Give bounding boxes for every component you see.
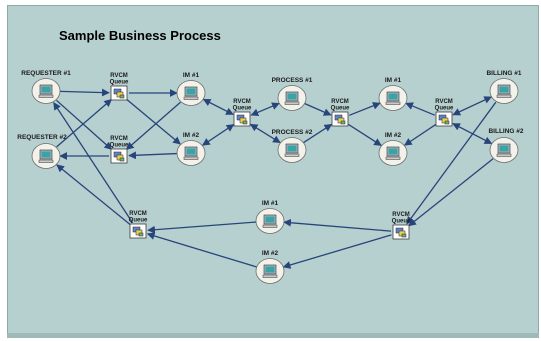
queue-label: Queue bbox=[110, 80, 129, 86]
host-label: BILLING #1 bbox=[486, 70, 521, 77]
host-node-p1[interactable]: PROCESS #1 bbox=[272, 77, 313, 111]
queue-label: RVCM bbox=[435, 99, 453, 105]
queue-server-icon bbox=[395, 227, 407, 238]
connection-arrow-q1-im2a bbox=[126, 98, 181, 145]
queue-server-icon bbox=[334, 114, 346, 125]
queue-label: RVCM bbox=[129, 211, 147, 217]
computer-icon bbox=[385, 91, 401, 105]
queue-label: Queue bbox=[392, 219, 411, 225]
edge-layer bbox=[53, 88, 497, 269]
connection-arrow-b1-q5 bbox=[452, 96, 493, 116]
queue-label: RVCM bbox=[110, 73, 128, 79]
connection-arrow-q3-p1 bbox=[250, 102, 280, 117]
queue-label: Queue bbox=[129, 218, 148, 224]
connection-arrow-im2a-q3 bbox=[201, 124, 235, 146]
host-node-b1[interactable]: BILLING #1 bbox=[486, 70, 522, 104]
host-node-p2[interactable]: PROCESS #2 bbox=[272, 129, 313, 163]
connection-arrow-req1-q2 bbox=[56, 99, 113, 150]
queue-server-icon bbox=[438, 114, 450, 125]
connection-arrow-im1c-q6 bbox=[147, 221, 257, 234]
computer-icon bbox=[38, 84, 54, 98]
host-node-im1b[interactable]: IM #1 bbox=[378, 77, 408, 111]
connection-arrow-im1a-q3 bbox=[202, 98, 234, 116]
connection-arrow-p1-q4 bbox=[304, 103, 332, 116]
host-label: IM #1 bbox=[385, 77, 402, 84]
queue-label: Queue bbox=[435, 106, 454, 112]
host-node-im2b[interactable]: IM #2 bbox=[378, 132, 408, 166]
connection-arrow-q3-p2 bbox=[249, 123, 281, 144]
connection-arrow-im2a-q2 bbox=[128, 151, 178, 160]
queue-server-icon bbox=[132, 226, 144, 237]
queue-label: Queue bbox=[110, 143, 129, 149]
queue-label: Queue bbox=[331, 106, 350, 112]
host-label: IM #2 bbox=[262, 250, 279, 257]
connection-arrow-q5-im2b bbox=[403, 124, 437, 146]
connection-arrow-p2-q4 bbox=[303, 123, 333, 143]
queue-label: Queue bbox=[233, 106, 252, 112]
queue-server-icon bbox=[113, 151, 125, 162]
host-node-req1[interactable]: REQUESTER #1 bbox=[21, 70, 71, 104]
host-node-req2[interactable]: REQUESTER #2 bbox=[17, 134, 67, 169]
host-node-im2c[interactable]: IM #2 bbox=[255, 250, 285, 284]
host-label: IM #1 bbox=[183, 72, 200, 79]
connection-arrow-im2c-q6 bbox=[146, 232, 257, 268]
host-label: REQUESTER #2 bbox=[17, 134, 67, 141]
connection-arrow-req2-q1 bbox=[56, 99, 113, 148]
queue-server-icon bbox=[113, 88, 125, 99]
connection-arrow-b1-q7 bbox=[406, 101, 497, 225]
host-node-im1a[interactable]: IM #1 bbox=[176, 72, 206, 106]
host-node-im2a[interactable]: IM #2 bbox=[176, 132, 206, 166]
host-label: BILLING #2 bbox=[488, 128, 523, 135]
connection-arrow-q7-im2c bbox=[282, 234, 392, 269]
host-label: PROCESS #1 bbox=[272, 77, 313, 84]
connection-arrow-q4-im2b bbox=[348, 123, 382, 146]
host-label: IM #2 bbox=[183, 132, 200, 139]
frame-bottom-edge bbox=[7, 333, 539, 338]
connection-arrow-req1-q1 bbox=[59, 88, 110, 97]
diagram-title: Sample Business Process bbox=[59, 28, 221, 43]
computer-icon bbox=[496, 84, 512, 98]
connection-arrow-b2-q7 bbox=[408, 158, 494, 227]
computer-icon bbox=[38, 149, 54, 163]
host-node-im1c[interactable]: IM #1 bbox=[255, 200, 285, 234]
connection-arrow-im1a-q2 bbox=[125, 101, 181, 150]
queue-server-icon bbox=[236, 114, 248, 125]
connection-arrow-q4-im1b bbox=[349, 102, 381, 116]
computer-icon bbox=[284, 91, 300, 105]
connection-arrow-q6-req2 bbox=[56, 164, 131, 226]
host-label: IM #1 bbox=[262, 200, 279, 207]
host-label: IM #2 bbox=[385, 132, 402, 139]
computer-icon bbox=[284, 143, 300, 157]
connection-arrow-q5-im1b bbox=[405, 102, 436, 116]
queue-label: RVCM bbox=[392, 212, 410, 218]
connection-arrow-q6-req1 bbox=[53, 102, 134, 223]
computer-icon bbox=[183, 146, 199, 160]
host-label: PROCESS #2 bbox=[272, 129, 313, 136]
queue-label: RVCM bbox=[233, 99, 251, 105]
computer-icon bbox=[262, 264, 278, 278]
computer-icon bbox=[183, 86, 199, 100]
computer-icon bbox=[496, 143, 512, 157]
host-label: REQUESTER #1 bbox=[21, 70, 71, 77]
queue-label: RVCM bbox=[331, 99, 349, 105]
queue-label: RVCM bbox=[110, 136, 128, 142]
connection-arrow-q7-im1c bbox=[283, 218, 392, 232]
host-node-b2[interactable]: BILLING #2 bbox=[488, 128, 524, 163]
computer-icon bbox=[385, 146, 401, 160]
computer-icon bbox=[262, 214, 278, 228]
